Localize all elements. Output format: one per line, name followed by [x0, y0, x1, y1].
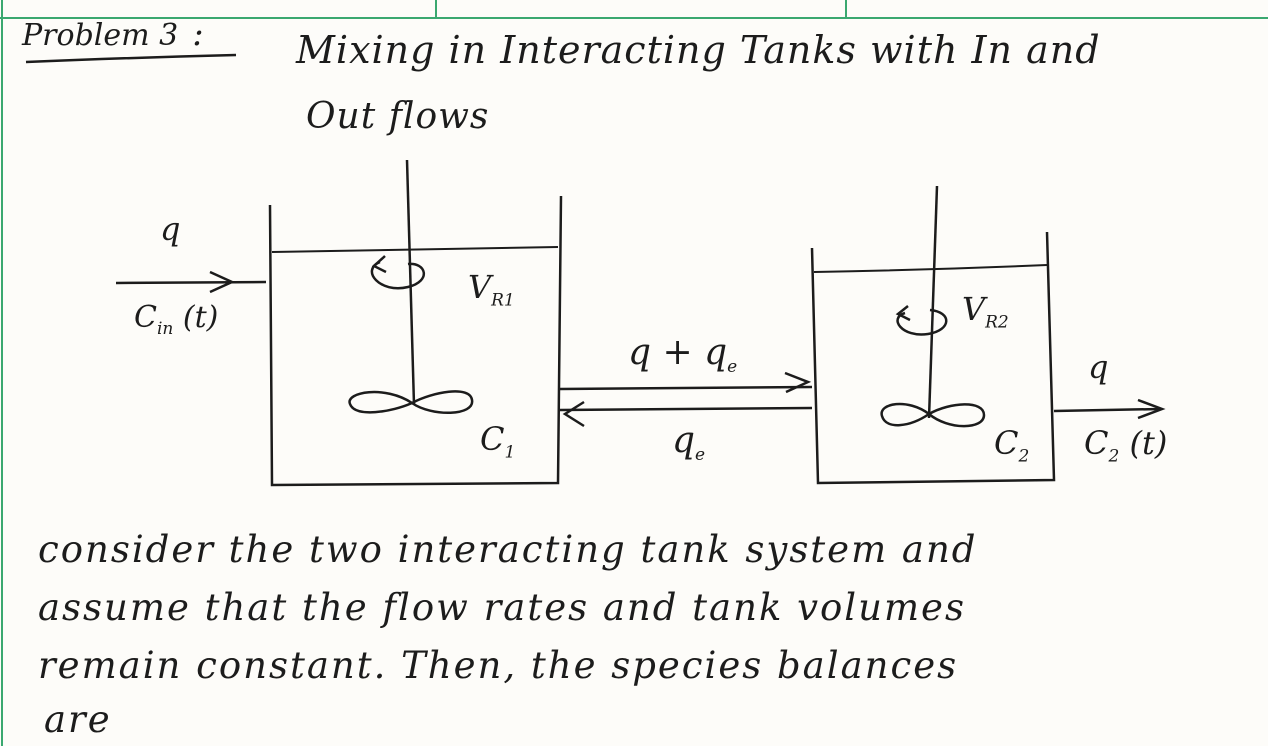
forward-flow-subscript: e: [727, 357, 738, 378]
tank-1-rotation-arrow: [370, 260, 425, 290]
tank-1-rotation-arrowhead: [371, 255, 387, 274]
tank-1-stirrer-shaft: [405, 159, 416, 406]
forward-pipe-arrowhead: [784, 371, 812, 394]
tank-1-volume-label: VR1: [468, 268, 515, 310]
inflow-rate-label: q: [160, 210, 181, 248]
outflow-conc-argument: (t): [1129, 424, 1168, 462]
forward-flow-label: q + qe: [628, 332, 737, 377]
tank-2-conc-symbol: C: [994, 424, 1019, 462]
paragraph-line-1: consider the two interacting tank system…: [38, 528, 978, 571]
tank-2-conc-subscript: 2: [1018, 446, 1030, 467]
inflow-conc-symbol: C: [134, 300, 157, 335]
tank-2-stirrer-shaft: [927, 185, 939, 419]
paragraph-line-4: are: [44, 698, 112, 741]
inflow-arrowhead: [209, 270, 236, 294]
tank-2-impeller: [880, 402, 986, 428]
problem-title-line-1: Mixing in Interacting Tanks with In and: [296, 28, 1101, 72]
forward-pipe-line: [559, 385, 813, 391]
inflow-conc-subscript: in: [156, 319, 174, 339]
backward-flow-subscript: e: [695, 445, 706, 466]
tank-2-rotation-arrow: [896, 308, 948, 336]
tank-1-conc-symbol: C: [480, 420, 505, 458]
outflow-conc-symbol: C: [1084, 424, 1109, 462]
problem-label: Problem 3:: [22, 14, 204, 54]
problem-label-colon: :: [192, 14, 204, 54]
tank-1-volume-subscript: R1: [491, 290, 515, 311]
tank-2-rotation-arrowhead: [895, 305, 911, 322]
outflow-rate-label: q: [1088, 348, 1109, 386]
outflow-concentration-label: C2 (t): [1084, 424, 1167, 466]
backward-flow-symbol: q: [672, 420, 696, 461]
tank-2-volume-subscript: R2: [985, 312, 1009, 333]
inflow-concentration-label: Cin (t): [134, 300, 218, 339]
outflow-arrow-line: [1053, 407, 1161, 413]
outflow-conc-subscript: 2: [1108, 446, 1120, 467]
paragraph-line-3: remain constant. Then, the species balan…: [38, 644, 959, 687]
backward-pipe-arrowhead: [562, 400, 585, 428]
backward-flow-label: qe: [672, 420, 705, 465]
tank-2-volume-label: VR2: [962, 290, 1009, 332]
tank-1-volume-symbol: V: [468, 268, 492, 306]
outflow-arrowhead: [1137, 398, 1166, 420]
tank-1-concentration-label: C1: [480, 420, 515, 462]
forward-flow-symbol: q + q: [628, 332, 728, 373]
paragraph-line-2: assume that the flow rates and tank volu…: [38, 586, 966, 629]
tank-2-volume-symbol: V: [962, 290, 986, 328]
tank-2-concentration-label: C2: [994, 424, 1029, 466]
inflow-arrow-line: [115, 280, 267, 285]
tank-1-impeller: [348, 390, 474, 414]
tank-2-liquid-level: [813, 264, 1048, 273]
title-underline: [25, 53, 237, 64]
problem-title-line-2: Out flows: [306, 96, 490, 137]
problem-label-text: Problem 3: [22, 18, 179, 53]
inflow-conc-argument: (t): [182, 300, 219, 335]
tank-2-walls: [810, 231, 1056, 485]
backward-pipe-line: [559, 406, 813, 412]
tank-1-liquid-level: [271, 246, 559, 253]
tank-1-walls: [268, 195, 563, 487]
tank-1-conc-subscript: 1: [504, 442, 516, 463]
